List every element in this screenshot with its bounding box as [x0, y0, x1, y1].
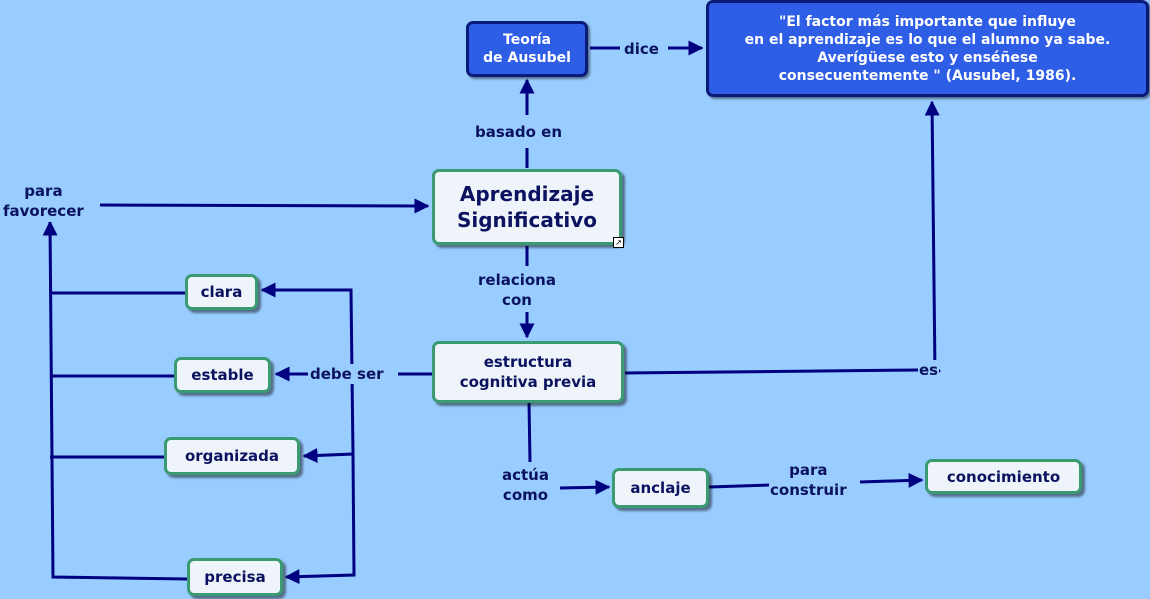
node-anclaje[interactable]: anclaje [612, 468, 709, 508]
node-aprendizaje-significativo[interactable]: Aprendizaje Significativo [432, 169, 622, 245]
link-construir-line-a [708, 483, 771, 489]
node-conocimiento[interactable]: conocimiento [925, 459, 1082, 494]
node-estable[interactable]: estable [174, 357, 271, 393]
node-ausubel-quote[interactable]: "El factor más importante que influye en… [706, 0, 1149, 97]
node-estructura-cognitiva[interactable]: estructura cognitiva previa [432, 341, 624, 403]
link-label-debe-ser[interactable]: debe ser [309, 364, 385, 385]
link-actua-line-b [559, 479, 611, 495]
link-label-actua-como[interactable]: actúa como [501, 465, 550, 506]
node-precisa[interactable]: precisa [187, 558, 283, 596]
link-actua-line-a [527, 401, 532, 463]
link-es-line-a [624, 368, 919, 375]
link-to-clara [260, 282, 354, 375]
link-label-relaciona-con[interactable]: relaciona con [477, 270, 557, 311]
node-clara[interactable]: clara [185, 274, 258, 310]
link-feedback-bracket [50, 222, 189, 581]
link-label-para-favorecer[interactable]: para favorecer [2, 181, 85, 222]
link-construir-line-b [859, 472, 924, 488]
node-organizada[interactable]: organizada [164, 437, 300, 475]
link-to-precisa [284, 453, 356, 585]
link-label-es[interactable]: es [918, 360, 940, 381]
link-favorecer-line [99, 198, 430, 214]
link-es-line-b [924, 100, 941, 378]
node-teoria-ausubel[interactable]: Teoría de Ausubel [466, 21, 588, 77]
link-label-dice[interactable]: dice [623, 39, 660, 60]
link-label-basado-en[interactable]: basado en [474, 122, 564, 143]
link-to-organizada [302, 373, 355, 463]
shortcut-arrow-icon[interactable]: ↗ [613, 237, 624, 248]
link-label-para-construir[interactable]: para construir [769, 460, 848, 501]
